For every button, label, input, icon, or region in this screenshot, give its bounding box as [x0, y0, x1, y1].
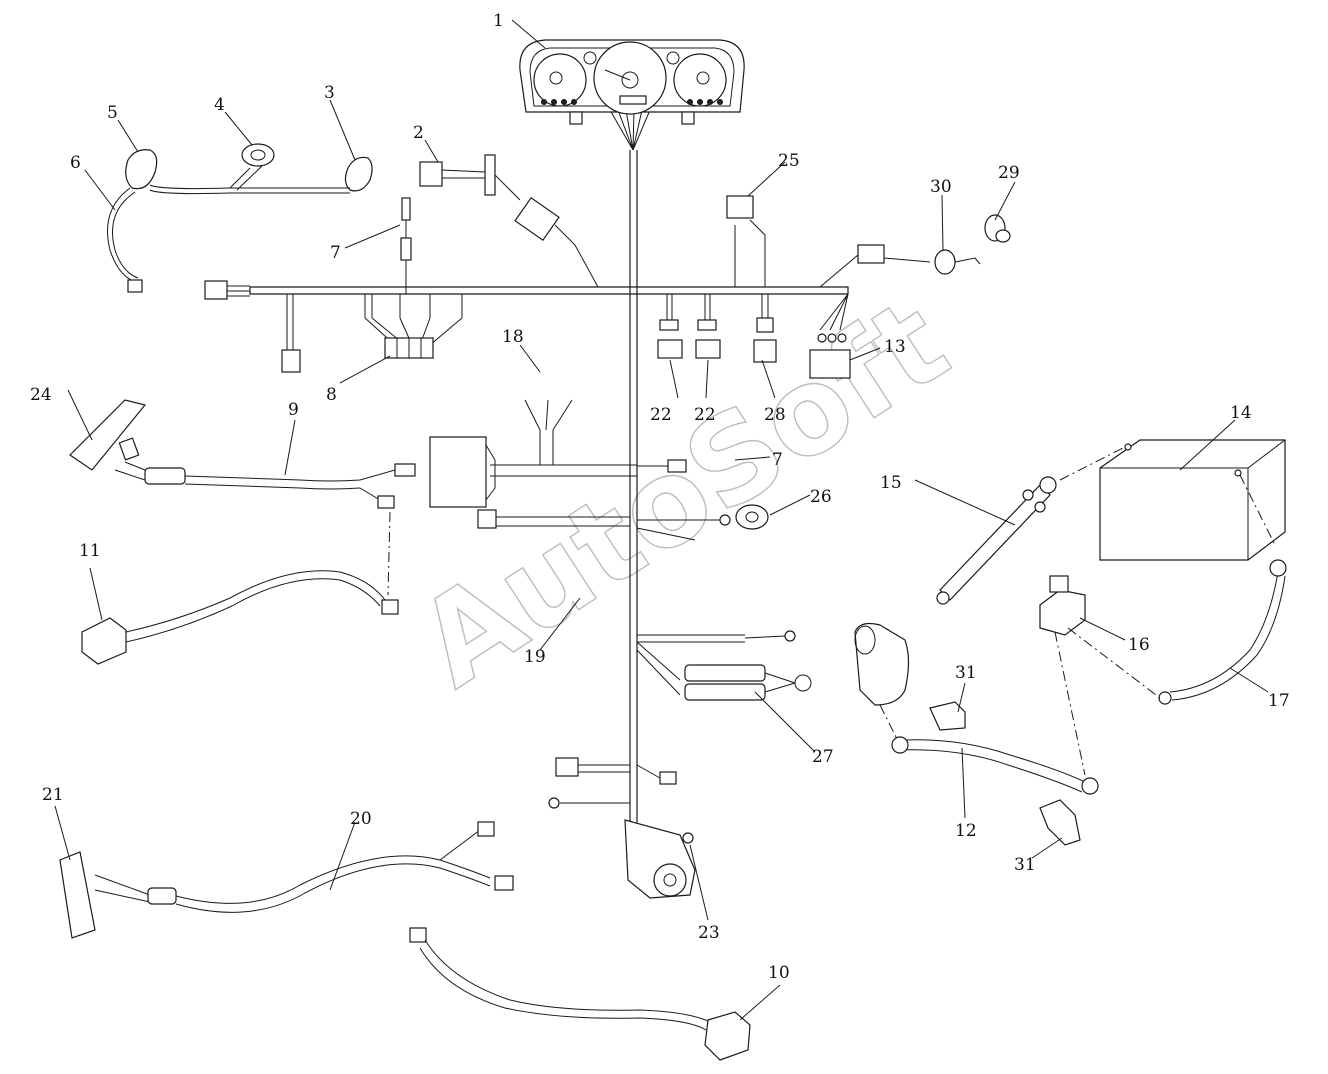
rear-light-harness-20 — [59, 821, 514, 939]
callout-2: 2 — [413, 123, 424, 143]
callout-12: 12 — [955, 821, 977, 841]
callout-9: 9 — [288, 400, 299, 420]
instrument-cluster — [519, 39, 745, 125]
main-harness — [204, 109, 931, 860]
callout-4: 4 — [214, 95, 225, 115]
callout-7-top: 7 — [330, 243, 341, 263]
ignition-switch — [934, 214, 1011, 275]
callout-13: 13 — [884, 337, 906, 357]
callout-22-left: 22 — [650, 405, 672, 425]
callout-16: 16 — [1128, 635, 1150, 655]
callout-31-bottom: 31 — [1014, 855, 1036, 875]
callout-11: 11 — [79, 541, 101, 561]
sensor-2 — [419, 154, 506, 196]
callout-17: 17 — [1268, 691, 1290, 711]
sensor-26 — [735, 504, 769, 530]
callout-29: 29 — [998, 163, 1020, 183]
battery-cable-17 — [1158, 474, 1287, 705]
front-light-harness — [107, 143, 373, 293]
leader-lines — [54, 19, 1269, 1021]
callout-22-right: 22 — [694, 405, 716, 425]
callout-14: 14 — [1230, 403, 1252, 423]
callout-18: 18 — [502, 327, 524, 347]
callout-23: 23 — [698, 923, 720, 943]
callout-1: 1 — [493, 11, 504, 31]
battery — [1099, 439, 1286, 561]
battery-cable-12 — [891, 736, 1099, 795]
harness-11 — [81, 511, 399, 665]
callout-10: 10 — [768, 963, 790, 983]
callout-28: 28 — [764, 405, 786, 425]
callout-27: 27 — [812, 747, 834, 767]
callout-31-top: 31 — [955, 663, 977, 683]
callout-7-right: 7 — [772, 450, 783, 470]
callout-19: 19 — [524, 647, 546, 667]
callout-3: 3 — [324, 83, 335, 103]
harness-10 — [409, 927, 751, 1061]
battery-switch-16 — [1039, 575, 1161, 776]
callout-24: 24 — [30, 385, 52, 405]
part-23 — [624, 819, 696, 899]
callout-20: 20 — [350, 809, 372, 829]
terminal-cap-31 — [929, 701, 1081, 846]
battery-cable-15 — [936, 446, 1126, 605]
callout-15: 15 — [880, 473, 902, 493]
callout-26: 26 — [810, 487, 832, 507]
callout-6: 6 — [70, 153, 81, 173]
callout-21: 21 — [42, 785, 64, 805]
callout-labels: 1 2 3 4 5 6 7 7 8 9 10 11 12 13 14 15 16… — [30, 11, 1290, 983]
callout-25: 25 — [778, 151, 800, 171]
starter-motor — [854, 622, 910, 746]
callout-30: 30 — [930, 177, 952, 197]
rear-light-harness-9 — [69, 399, 416, 509]
callout-5: 5 — [107, 103, 118, 123]
callout-8: 8 — [326, 385, 337, 405]
